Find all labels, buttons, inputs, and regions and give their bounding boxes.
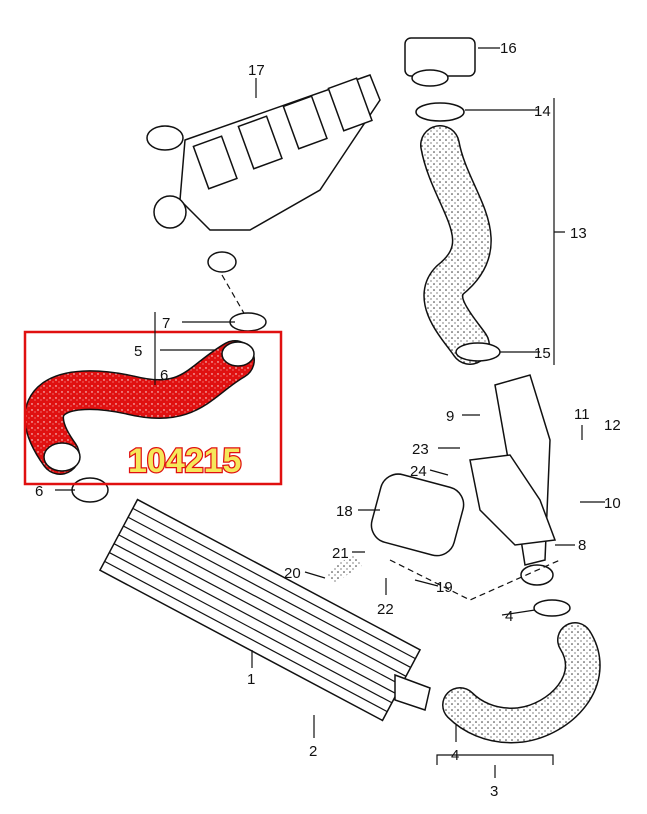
hose-3 <box>443 623 600 742</box>
intercooler <box>98 498 422 722</box>
clamp-14 <box>415 102 465 122</box>
clamp-15 <box>455 342 501 362</box>
callout-6b: 6 <box>35 483 43 500</box>
clamp-6 <box>71 477 109 503</box>
clamp-4 <box>533 599 571 617</box>
callout-4b: 4 <box>451 747 459 764</box>
callout-3: 3 <box>490 783 498 800</box>
callout-7: 7 <box>162 315 170 332</box>
callout-8: 8 <box>578 537 586 554</box>
clamp-7 <box>229 312 267 332</box>
callout-21: 21 <box>332 545 349 562</box>
bracket-8 <box>469 454 557 546</box>
hose-13 <box>421 126 491 364</box>
callout-1: 1 <box>247 671 255 688</box>
callout-19: 19 <box>436 579 453 596</box>
callout-4: 4 <box>505 608 513 625</box>
hose-20 <box>325 554 362 586</box>
throttle-body <box>404 37 476 87</box>
callout-10: 10 <box>604 495 621 512</box>
callout-22: 22 <box>377 601 394 618</box>
callout-16: 16 <box>500 40 517 57</box>
callout-23: 23 <box>412 441 429 458</box>
callout-11: 11 <box>574 406 590 423</box>
callout-2: 2 <box>309 743 317 760</box>
callout-17: 17 <box>248 62 265 79</box>
highlighted-hose <box>25 341 254 474</box>
callout-13: 13 <box>570 225 587 242</box>
callout-12: 12 <box>604 417 621 434</box>
highlight-box <box>23 330 283 486</box>
callout-15: 15 <box>534 345 551 362</box>
callouts: 17 16 14 13 15 7 5 6 6 9 11 12 23 24 10 … <box>35 40 621 800</box>
callout-18: 18 <box>336 503 353 520</box>
callout-14: 14 <box>534 103 551 120</box>
callout-5: 5 <box>134 343 142 360</box>
part-number: 104215 <box>128 442 241 480</box>
callout-9: 9 <box>446 408 454 425</box>
callout-20: 20 <box>284 565 301 582</box>
actuator-18 <box>370 473 465 557</box>
turbo-manifold <box>146 74 381 273</box>
callout-6: 6 <box>160 367 168 384</box>
callout-24: 24 <box>410 463 427 480</box>
